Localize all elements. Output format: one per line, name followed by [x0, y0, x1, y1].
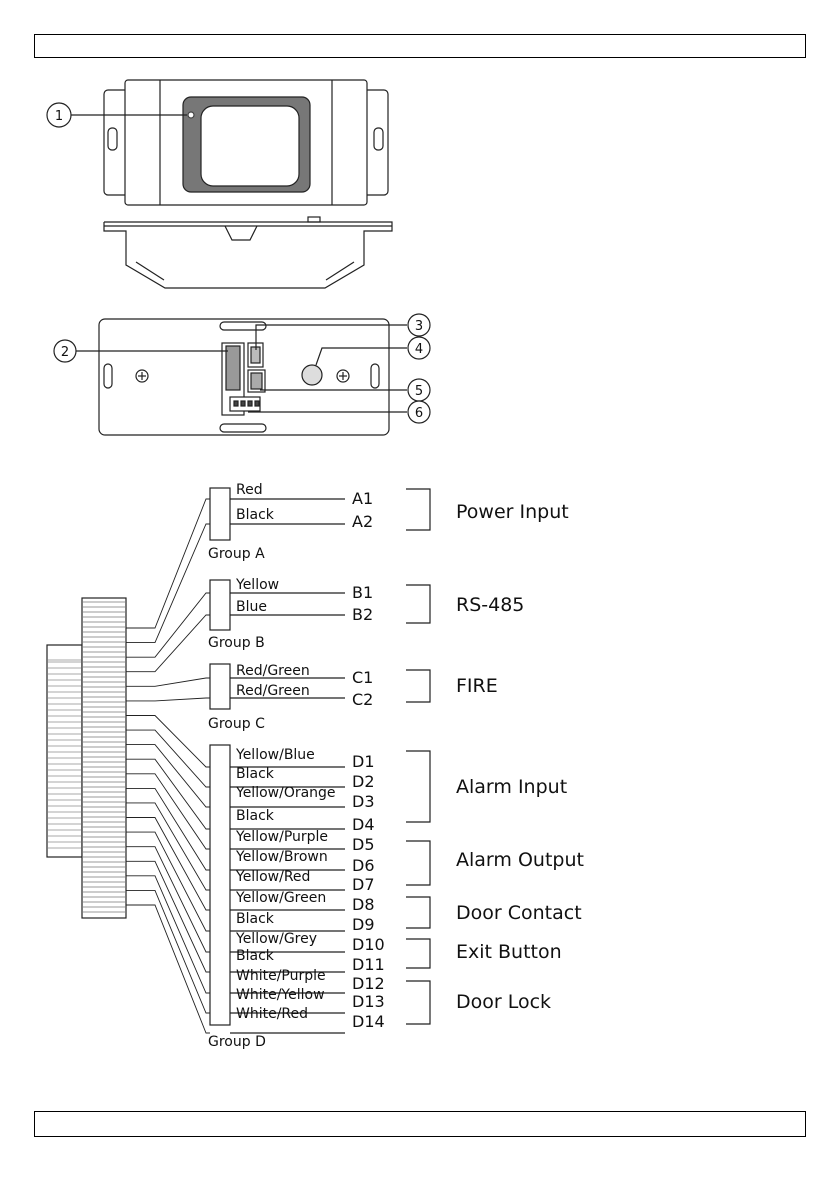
pin-b2: B2 [352, 605, 373, 624]
callout-6: 6 [415, 406, 423, 421]
pin-d9: D9 [352, 915, 375, 934]
callout-5: 5 [415, 384, 423, 399]
group-c-label: Group C [208, 716, 265, 732]
wire-label-d6: Yellow/Brown [235, 849, 328, 865]
wire-label-d7: Yellow/Red [235, 869, 310, 885]
function-alarm-input: Alarm Input [456, 776, 567, 798]
wire-label-a2: Black [236, 507, 275, 523]
wire-label-d1: Yellow/Blue [235, 747, 315, 763]
wire-label-d12: White/Purple [236, 968, 326, 984]
pin-d13: D13 [352, 992, 385, 1011]
wire-label-d2: Black [236, 766, 275, 782]
pin-d4: D4 [352, 815, 375, 834]
function-alarm-output: Alarm Output [456, 849, 584, 871]
harness-connector [46, 597, 127, 919]
function-exit-button: Exit Button [456, 941, 562, 963]
page-footer-box [34, 1111, 806, 1137]
pin-d1: D1 [352, 752, 375, 771]
group-d-label: Group D [208, 1034, 266, 1050]
group-b-label: Group B [208, 635, 265, 651]
wire-label-b2: Blue [236, 599, 267, 615]
pin-d3: D3 [352, 792, 375, 811]
pin-c2: C2 [352, 690, 373, 709]
device-top-view [103, 79, 389, 206]
pin-d10: D10 [352, 935, 385, 954]
wire-label-d14: White/Red [236, 1006, 308, 1022]
pin-d2: D2 [352, 772, 375, 791]
callout-2: 2 [61, 345, 69, 360]
wire-label-b1: Yellow [235, 577, 279, 593]
pin-d8: D8 [352, 895, 375, 914]
wire-label-d13: White/Yellow [236, 987, 325, 1003]
function-fire: FIRE [456, 675, 498, 697]
pin-a1: A1 [352, 489, 373, 508]
pin-d12: D12 [352, 974, 385, 993]
pin-d6: D6 [352, 856, 375, 875]
group-c: Red/Green Red/Green C1 C2 Group C FIRE [208, 663, 498, 732]
wire-label-d10: Yellow/Grey [235, 931, 317, 947]
pin-d14: D14 [352, 1012, 385, 1031]
wire-label-d8: Yellow/Green [235, 890, 326, 906]
wire-label-d3: Yellow/Orange [235, 785, 336, 801]
group-a: Red Black A1 A2 Group A Power Input [208, 482, 569, 562]
device-bottom-view [98, 318, 390, 436]
wire-label-a1: Red [236, 482, 263, 498]
wire-label-d9: Black [236, 911, 275, 927]
pin-d7: D7 [352, 875, 375, 894]
function-door-contact: Door Contact [456, 902, 582, 924]
callout-3: 3 [415, 319, 423, 334]
wire-label-c2: Red/Green [236, 683, 310, 699]
function-power-input: Power Input [456, 501, 569, 523]
wire-label-c1: Red/Green [236, 663, 310, 679]
device-side-view [103, 216, 393, 289]
group-b: Yellow Blue B1 B2 Group B RS-485 [208, 577, 524, 651]
callouts: 1 2 3 4 5 6 [46, 102, 431, 424]
pin-d5: D5 [352, 835, 375, 854]
pin-c1: C1 [352, 668, 373, 687]
function-rs485: RS-485 [456, 594, 524, 616]
pin-b1: B1 [352, 583, 373, 602]
function-door-lock: Door Lock [456, 991, 551, 1013]
pin-a2: A2 [352, 512, 373, 531]
group-a-label: Group A [208, 546, 265, 562]
wire-label-d5: Yellow/Purple [235, 829, 328, 845]
wire-label-d4: Black [236, 808, 275, 824]
fan-out-wires [126, 498, 210, 1034]
wire-label-d11: Black [236, 948, 275, 964]
pin-d11: D11 [352, 955, 385, 974]
callout-1: 1 [55, 109, 63, 124]
callout-4: 4 [415, 342, 423, 357]
page-header-box [34, 34, 806, 58]
